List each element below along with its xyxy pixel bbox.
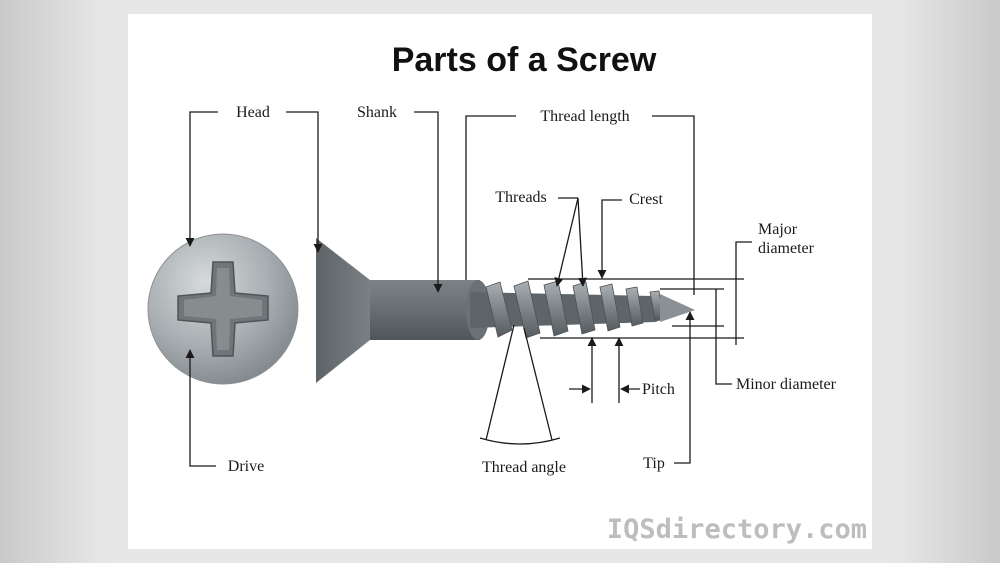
label-threads: Threads xyxy=(495,189,547,206)
label-thread-angle: Thread angle xyxy=(482,459,566,476)
label-shank: Shank xyxy=(357,104,397,121)
label-head: Head xyxy=(236,104,270,121)
thread-angle-callout: Thread angle xyxy=(479,324,566,476)
watermark-logo: IQSdirectory.com xyxy=(607,514,867,545)
threads-callout: Threads xyxy=(495,189,588,287)
screw-side-view xyxy=(316,238,695,383)
crest-callout: Crest xyxy=(597,191,663,279)
thread-length-callout: Thread length xyxy=(465,108,695,295)
screw-head-side xyxy=(316,238,370,383)
label-major-diameter-line2: diameter xyxy=(758,240,815,257)
major-diameter-callout: Major diameter xyxy=(528,221,815,345)
tip-callout: Tip xyxy=(643,311,695,472)
screw-head-front-view xyxy=(147,233,299,385)
shank-callout: Shank xyxy=(357,104,443,293)
label-crest: Crest xyxy=(629,191,663,208)
label-major-diameter-line1: Major xyxy=(758,221,798,238)
head-callout: Head xyxy=(185,104,323,253)
drive-callout: Drive xyxy=(185,349,264,475)
pitch-callout: Pitch xyxy=(569,337,675,403)
label-minor-diameter: Minor diameter xyxy=(736,376,837,393)
screw-threads xyxy=(485,280,664,339)
minor-diameter-callout: Minor diameter xyxy=(660,288,837,393)
label-pitch: Pitch xyxy=(642,381,675,398)
label-tip: Tip xyxy=(643,455,665,472)
page-title: Parts of a Screw xyxy=(392,41,657,79)
label-drive: Drive xyxy=(228,458,264,475)
label-thread-length: Thread length xyxy=(540,108,629,125)
screw-tip xyxy=(660,294,695,322)
screw-shank xyxy=(370,280,480,340)
